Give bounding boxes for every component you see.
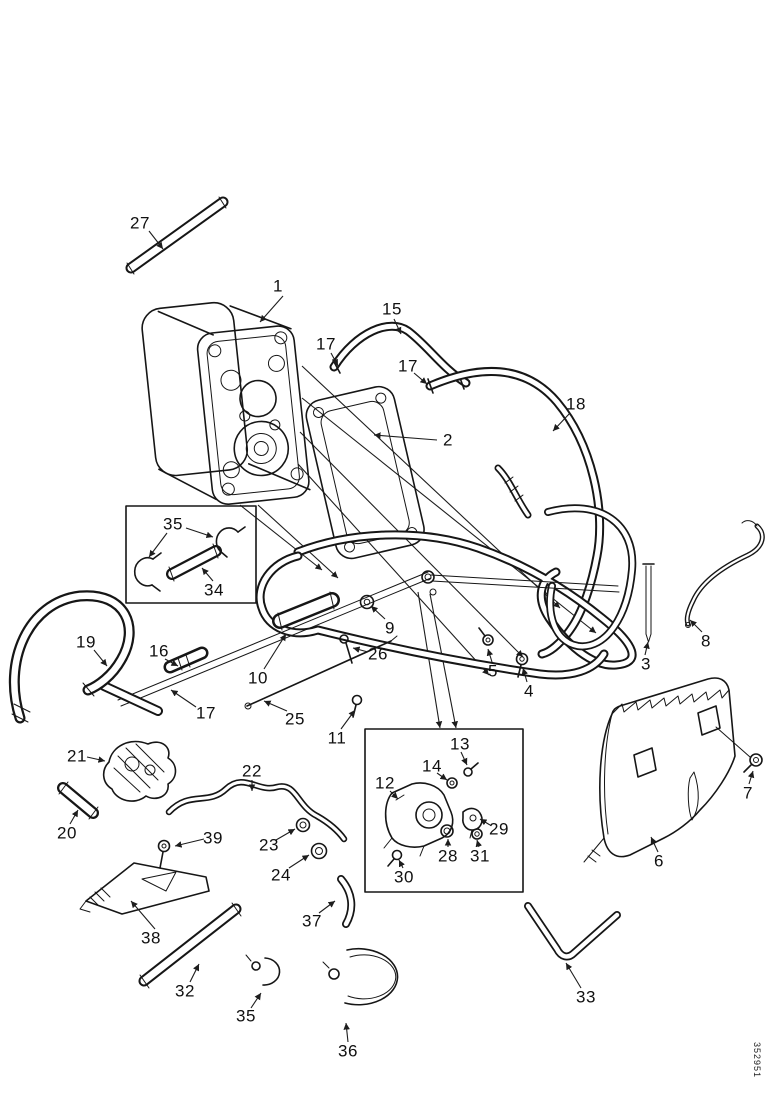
callout-15: 15 — [382, 299, 402, 319]
callout-23: 23 — [259, 835, 279, 855]
callout-39: 39 — [203, 828, 223, 848]
callout-17: 17 — [316, 334, 336, 354]
callout-33: 33 — [576, 987, 596, 1007]
callout-12: 12 — [375, 773, 395, 793]
part-5-bolt — [478, 627, 494, 646]
part-shaft-assembly — [99, 571, 620, 718]
callout-30: 30 — [394, 867, 414, 887]
part-19-elbow-hose — [8, 590, 135, 724]
part-4-bolt — [515, 652, 529, 678]
callout-7: 7 — [743, 783, 753, 803]
part-8-rod — [684, 520, 765, 628]
callout-31: 31 — [470, 846, 490, 866]
part-20-tube — [57, 781, 99, 820]
part-27-tube — [125, 196, 229, 275]
part-32-tube — [138, 902, 242, 989]
callout-24: 24 — [271, 865, 291, 885]
part-22-hose — [165, 779, 348, 843]
callout-4: 4 — [524, 681, 534, 701]
callout-20: 20 — [57, 823, 77, 843]
callout-18: 18 — [566, 394, 586, 414]
part-39-screw — [157, 839, 171, 869]
callout-25: 25 — [285, 709, 305, 729]
callout-19: 19 — [76, 632, 96, 652]
callout-27: 27 — [130, 213, 150, 233]
callout-leader-lines — [69, 230, 755, 1043]
callout-9: 9 — [385, 618, 395, 638]
callout-6: 6 — [654, 851, 664, 871]
figure-id: 352951 — [752, 1042, 762, 1079]
callout-32: 32 — [175, 981, 195, 1001]
callout-21: 21 — [67, 746, 87, 766]
callout-36: 36 — [338, 1041, 358, 1061]
part-36-clamp-ring — [322, 947, 399, 1006]
callout-10: 10 — [248, 668, 268, 688]
callout-35: 35 — [236, 1006, 256, 1026]
callout-17: 17 — [398, 356, 418, 376]
part-24-fitting — [310, 842, 328, 860]
part-7-screw — [743, 753, 763, 773]
inset-box-a — [125, 505, 257, 604]
callout-11: 11 — [327, 728, 347, 748]
callout-28: 28 — [438, 846, 458, 866]
callout-1: 1 — [273, 276, 283, 296]
callout-5: 5 — [488, 661, 498, 681]
callout-22: 22 — [242, 761, 262, 781]
callout-14: 14 — [422, 756, 442, 776]
callout-29: 29 — [489, 819, 509, 839]
callout-37: 37 — [302, 911, 322, 931]
callout-34: 34 — [204, 580, 224, 600]
part-38-bracket — [79, 862, 210, 915]
part-37-hose — [337, 875, 356, 928]
callout-38: 38 — [141, 928, 161, 948]
part-17-pipe-bend — [494, 464, 532, 519]
callout-26: 26 — [368, 644, 388, 664]
callout-13: 13 — [450, 734, 470, 754]
part-33-rod — [524, 902, 621, 961]
part-3-pin — [642, 563, 655, 643]
part-23-nut — [295, 817, 311, 833]
part-6-cover — [583, 677, 751, 863]
part-35-clamp — [245, 954, 281, 986]
callout-16: 16 — [149, 641, 169, 661]
callout-8: 8 — [701, 631, 711, 651]
part-21-pump — [102, 740, 177, 802]
part-handle-frame — [255, 504, 637, 680]
inset-box-b — [364, 728, 524, 893]
part-18-hose — [425, 367, 605, 659]
callout-2: 2 — [443, 430, 453, 450]
callout-3: 3 — [641, 654, 651, 674]
callout-17: 17 — [196, 703, 216, 723]
part-1-housing — [141, 301, 311, 505]
callout-35: 35 — [163, 514, 183, 534]
